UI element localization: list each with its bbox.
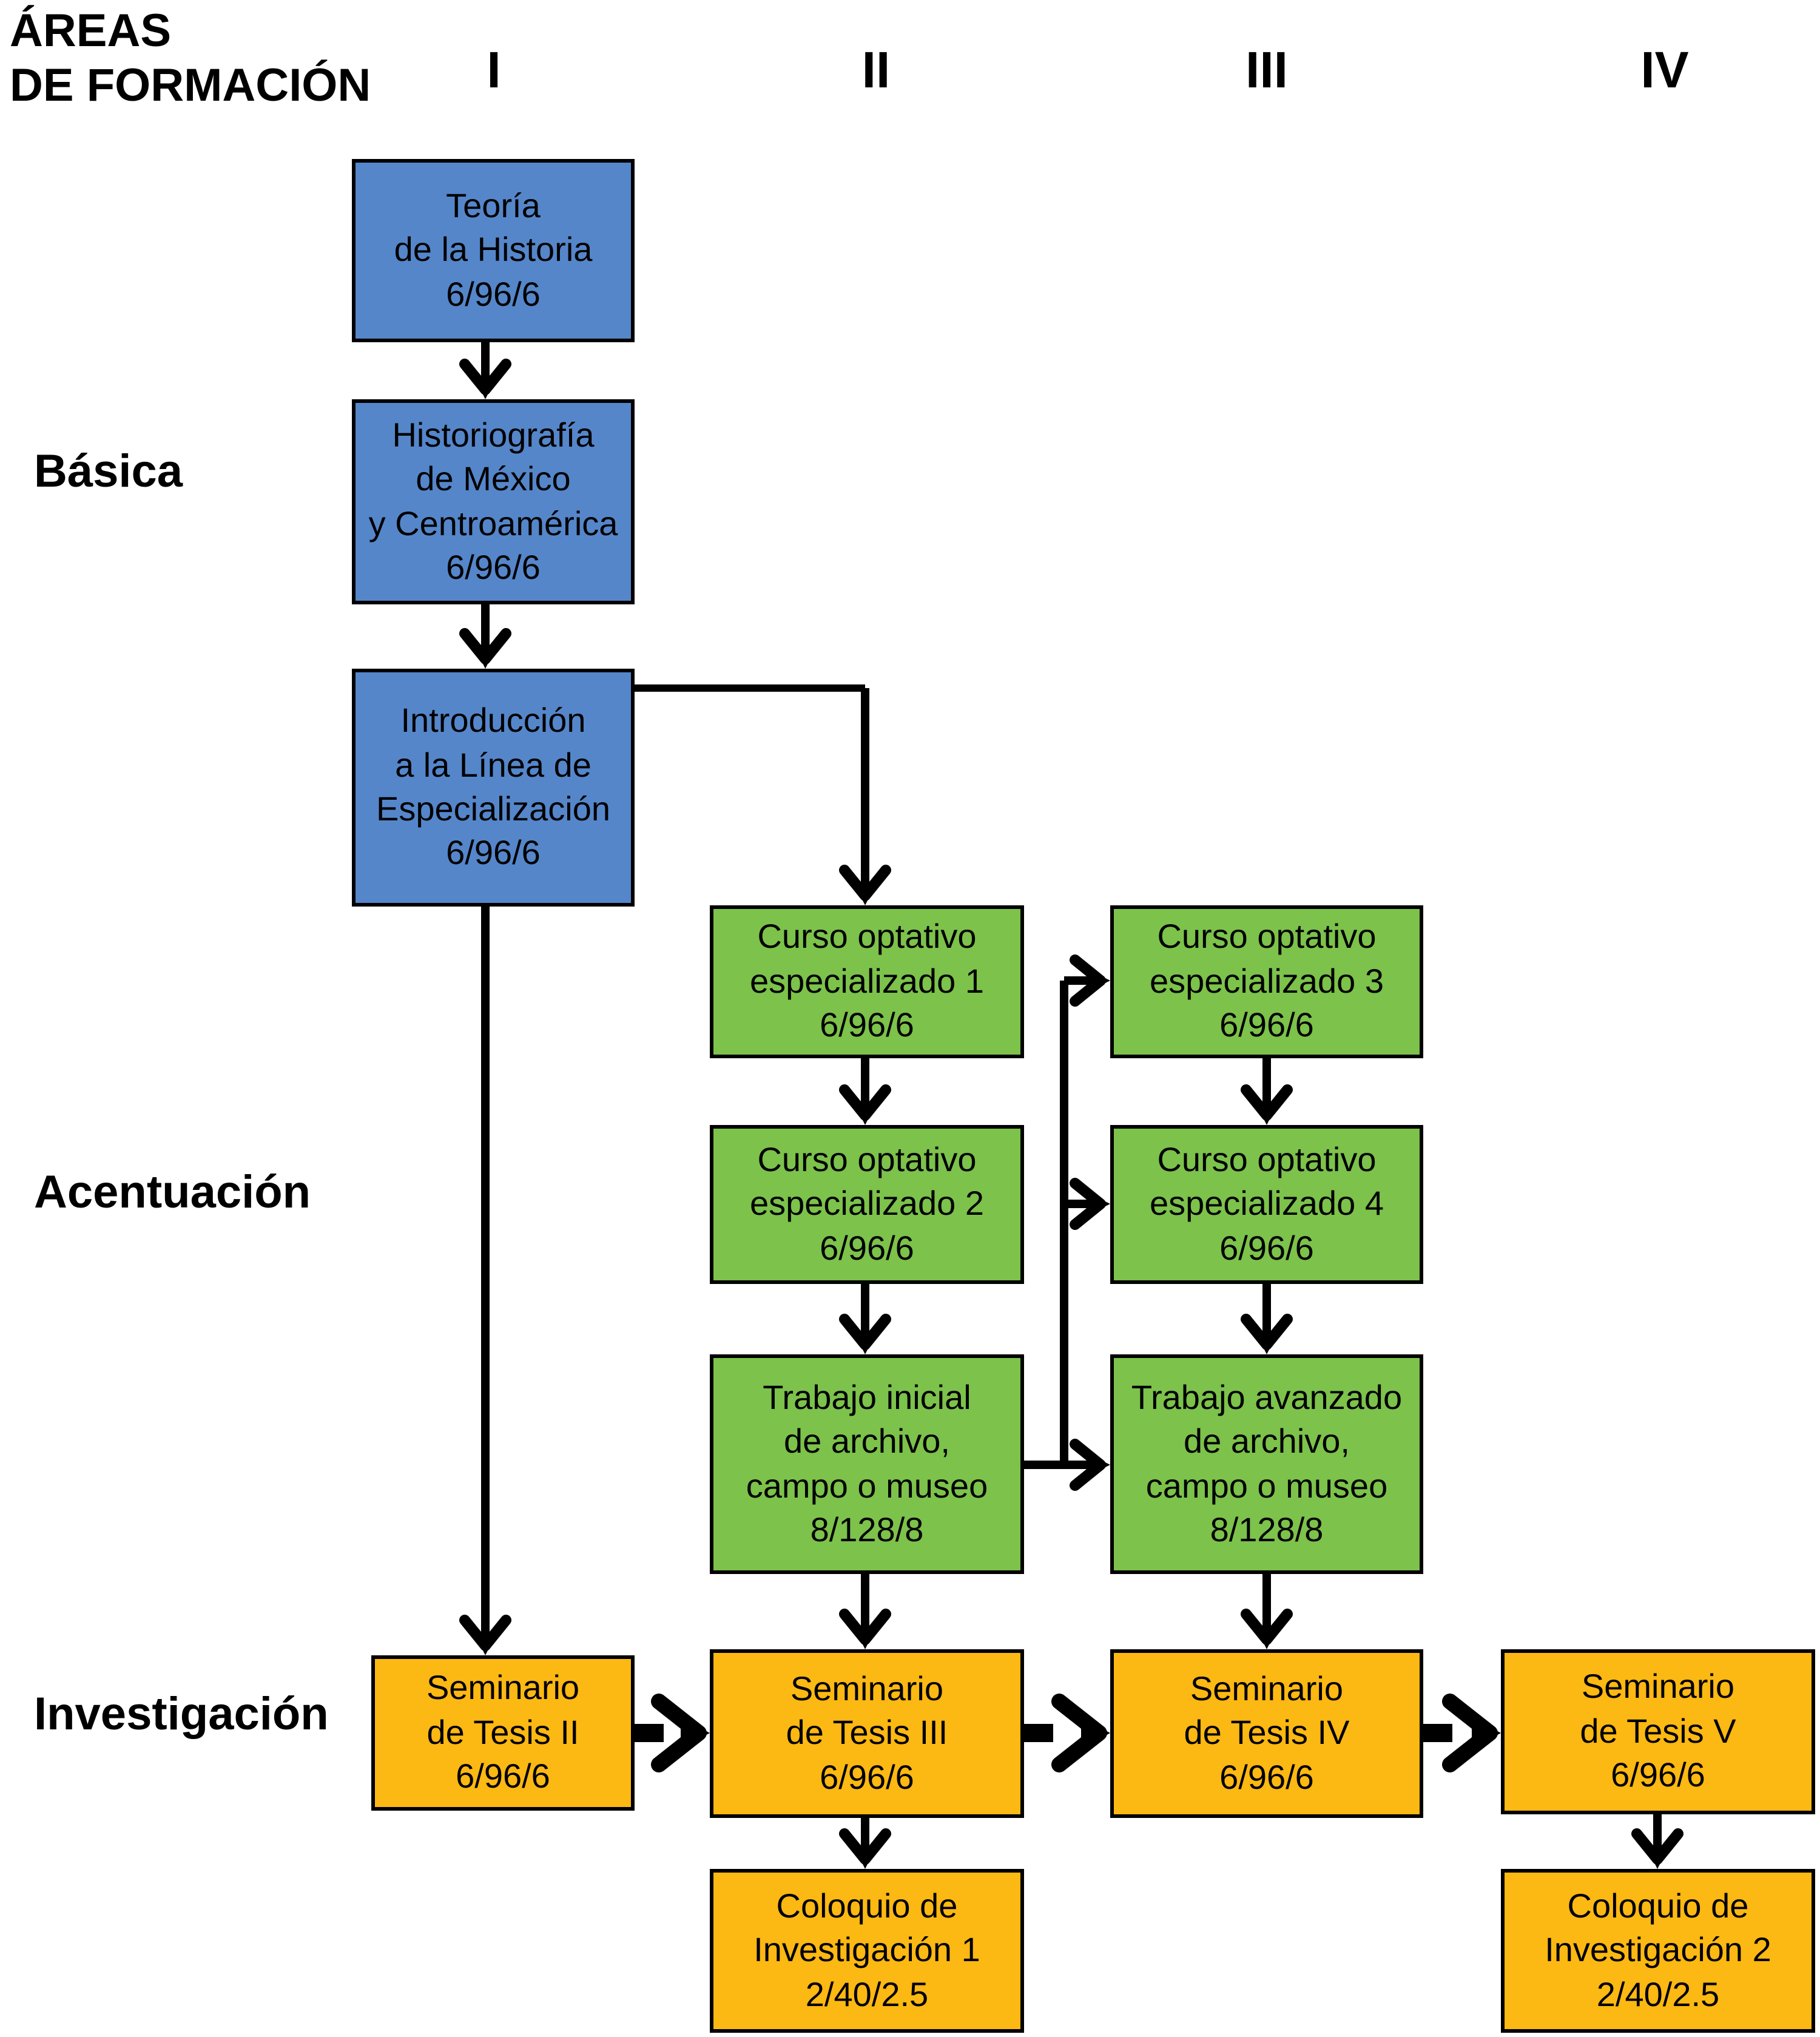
connector-arrow — [1241, 1609, 1293, 1645]
connector-arrow — [474, 1633, 496, 1655]
connector-arrow — [1241, 1314, 1293, 1350]
course-box-optativo-3: Curso optativo especializado 3 6/96/6 — [1110, 905, 1423, 1058]
course-box-coloquio-1: Coloquio de Investigación 1 2/40/2.5 — [710, 1869, 1024, 2033]
course-box-trabajo-inicial: Trabajo inicial de archivo, campo o muse… — [710, 1354, 1024, 1574]
semester-header-1: I — [487, 41, 501, 98]
course-box-optativo-4: Curso optativo especializado 4 6/96/6 — [1110, 1125, 1423, 1284]
connector-arrow — [839, 1314, 891, 1350]
connector-arrow — [474, 647, 496, 669]
course-box-trabajo-avanzado: Trabajo avanzado de archivo, campo o mus… — [1110, 1354, 1423, 1574]
course-box-introduccion-linea: Introducción a la Línea de Especializaci… — [352, 669, 635, 907]
connector-arrow — [1088, 970, 1110, 991]
title-line2: DE FORMACIÓN — [10, 60, 371, 112]
course-box-teoria-historia: Teoría de la Historia 6/96/6 — [352, 159, 635, 342]
connector-arrow — [1472, 1717, 1501, 1749]
connector-arrow — [1081, 1717, 1110, 1749]
connector-arrow — [1070, 1178, 1106, 1230]
connector-arrow — [839, 1084, 891, 1121]
diagram-title: ÁREAS DE FORMACIÓN — [10, 5, 371, 113]
course-box-optativo-2: Curso optativo especializado 2 6/96/6 — [710, 1125, 1024, 1284]
connector-arrow — [1442, 1694, 1498, 1772]
connector-arrow — [1070, 1439, 1106, 1491]
semester-header-3: III — [1245, 41, 1289, 98]
connector-arrow — [1088, 1454, 1110, 1476]
connector-arrow — [1256, 1103, 1278, 1125]
connector-arrow — [1088, 1193, 1110, 1215]
connector-arrow — [854, 1103, 876, 1125]
connector-arrow — [651, 1694, 707, 1772]
connector-arrow — [1070, 954, 1106, 1007]
connector-arrow — [459, 1615, 511, 1651]
semester-header-2: II — [861, 41, 891, 98]
connector-arrow — [1241, 1084, 1293, 1121]
course-box-coloquio-2: Coloquio de Investigación 2 2/40/2.5 — [1501, 1869, 1815, 2033]
course-box-seminario-tesis-2: Seminario de Tesis II 6/96/6 — [371, 1655, 635, 1811]
connector-arrow — [459, 359, 511, 395]
area-label-basica: Básica — [34, 447, 183, 498]
area-label-investigacion: Investigación — [34, 1689, 329, 1740]
connector-arrow — [1051, 1694, 1107, 1772]
title-line1: ÁREAS — [10, 6, 172, 57]
course-box-historiografia: Historiografía de México y Centroamérica… — [352, 399, 635, 604]
connector-arrow — [1256, 1627, 1278, 1649]
connector-arrow — [1631, 1828, 1684, 1865]
course-box-seminario-tesis-5: Seminario de Tesis V 6/96/6 — [1501, 1649, 1815, 1814]
area-label-acentuacion: Acentuación — [34, 1167, 311, 1218]
course-box-seminario-tesis-4: Seminario de Tesis IV 6/96/6 — [1110, 1649, 1423, 1818]
connector-arrow — [854, 1627, 876, 1649]
connector-arrow — [1256, 1333, 1278, 1354]
connector-arrow — [839, 1609, 891, 1645]
connector-arrow — [854, 1333, 876, 1354]
course-box-seminario-tesis-3: Seminario de Tesis III 6/96/6 — [710, 1649, 1024, 1818]
connector-arrow — [474, 377, 496, 399]
connector-arrow — [854, 1847, 876, 1869]
connector-arrow — [681, 1717, 710, 1749]
semester-header-4: IV — [1640, 41, 1689, 98]
connector-arrow — [854, 883, 876, 905]
connector-arrow — [1646, 1847, 1668, 1869]
connector-arrow — [839, 1828, 891, 1865]
course-box-optativo-1: Curso optativo especializado 1 6/96/6 — [710, 905, 1024, 1058]
connector-arrow — [839, 865, 891, 901]
connector-arrow — [459, 628, 511, 664]
